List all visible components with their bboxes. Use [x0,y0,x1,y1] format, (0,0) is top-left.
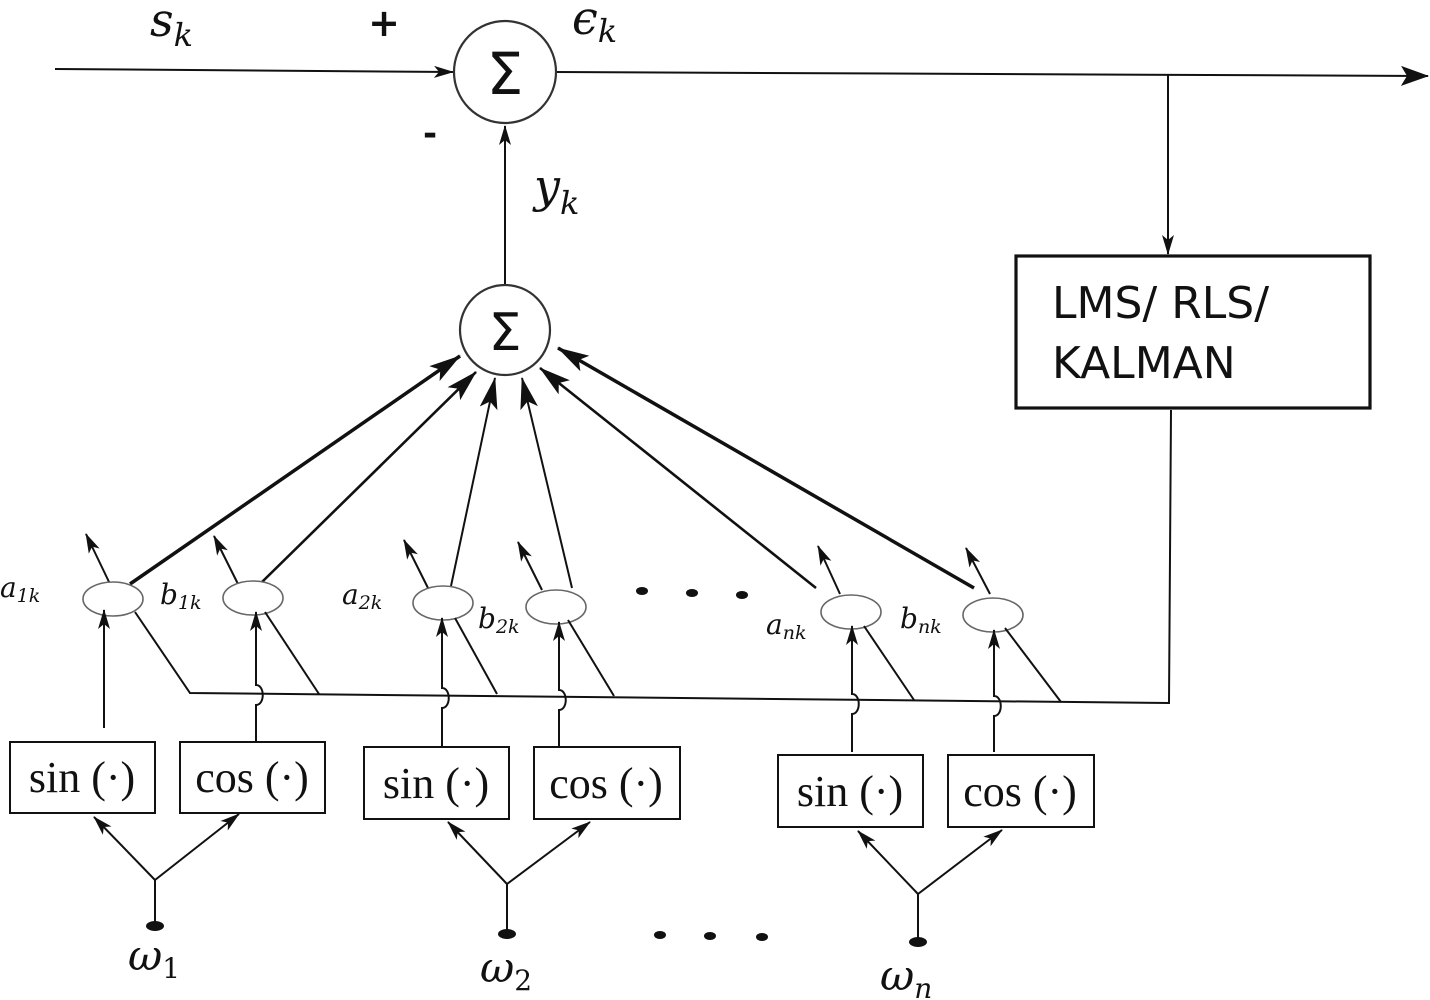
weight-label-a2: a2k [342,578,382,614]
cos-block-n: cos (·) [947,754,1095,828]
an-to-sum-arrow [539,366,817,590]
bn-adjust-arrow [965,547,991,595]
omega-label-n: ωn [880,951,932,1000]
input-signal-label: sk [150,0,193,54]
b1-adjust-arrow [213,535,239,585]
bn-to-sum-arrow [557,346,975,590]
weight-label-b2: b2k [478,602,520,638]
adaptive-block-line-1: LMS/ RLS/ [1052,278,1269,329]
a2-adjust-arrow [403,539,429,589]
cos-block-1-label: cos (·) [195,753,309,802]
b2-to-sum-arrow [520,377,573,589]
b1-to-sum-arrow [261,371,477,583]
sin-block-2: sin (·) [363,746,510,820]
adaptive-algorithm-block: LMS/ RLS/ KALMAN [1014,254,1372,410]
sin-block-1: sin (·) [9,741,156,814]
weight-label-b1: b1k [160,578,202,614]
cos-block-2-label: cos (·) [549,759,663,808]
inner-sigma-symbol: Σ [489,303,522,363]
omega-label-1: ω1 [128,931,180,985]
a1-adjust-arrow [85,533,111,585]
sin-block-2-label: sin (·) [383,759,489,808]
frequency-input-1 [93,813,240,931]
minus-sign: - [423,114,437,154]
weight-node-b1 [213,535,320,744]
b2-adjust-arrow [517,541,543,591]
weight-node-a1 [82,533,144,728]
input-signal-line [54,65,454,78]
sinn-to-an-arrow [846,625,860,752]
weight-node-a2 [403,539,498,746]
a1-to-sum-arrow [129,354,461,586]
plus-sign: + [368,1,400,45]
omega-label-2: ω2 [480,943,532,997]
cosn-to-bn-arrow [988,629,1002,752]
weight-node-bn [962,547,1062,752]
sin-block-n-label: sin (·) [797,767,903,816]
frequency-input-n [857,829,1003,947]
weight-node-b2 [517,541,615,746]
cos-block-1: cos (·) [179,741,326,814]
cos-block-2: cos (·) [533,746,681,820]
output-error-line [555,65,1429,86]
frequency-input-2 [447,821,591,939]
sin2-to-a2-arrow [436,617,450,746]
combiner-output-label: yk [532,159,579,222]
sin-block-n: sin (·) [777,754,924,828]
an-adjust-arrow [817,545,841,595]
weight-update-bus [134,409,1172,705]
error-signal-label: ϵk [572,0,617,50]
weighted-sum-arrows [129,346,975,590]
cos-block-n-label: cos (·) [963,767,1077,816]
adaptive-block-line-2: KALMAN [1052,338,1236,389]
weight-label-a1: a1k [0,571,40,607]
cos2-to-b2-arrow [553,621,567,746]
weights-ellipsis [636,587,748,599]
cos1-to-b1-arrow [250,611,264,744]
frequency-ellipsis [654,931,768,941]
sin-block-1-label: sin (·) [29,753,135,802]
a2-to-sum-arrow [450,377,498,587]
top-summing-junction: Σ [452,19,558,125]
weight-label-bn: bnk [900,602,942,638]
weight-label-an: ank [766,608,806,644]
weight-node-an [817,545,915,752]
inner-summing-junction: Σ [458,283,552,377]
top-sigma-symbol: Σ [487,40,524,108]
